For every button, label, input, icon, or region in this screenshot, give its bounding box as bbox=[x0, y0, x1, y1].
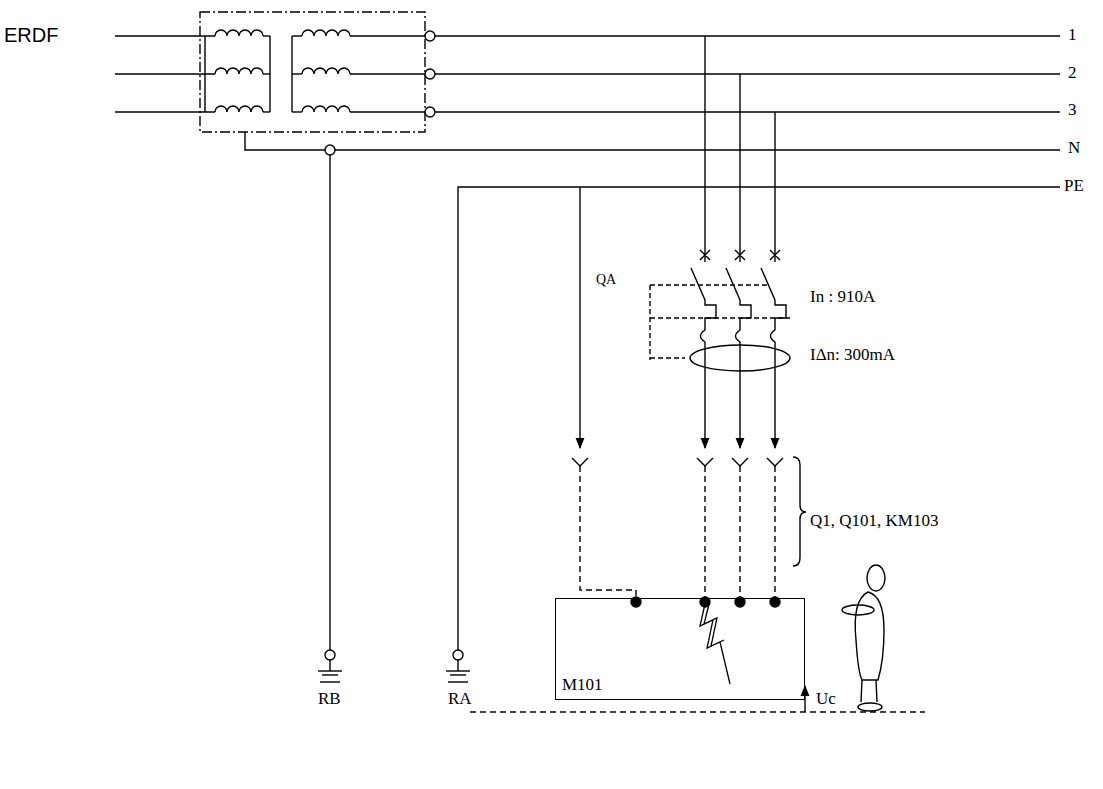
device-list: Q1, Q101, KM103 bbox=[810, 512, 938, 531]
coil-winding bbox=[215, 68, 263, 74]
phase-label: 3 bbox=[1068, 101, 1077, 120]
connector-chevrons bbox=[572, 458, 783, 602]
feeder-wires bbox=[580, 36, 775, 448]
secondary-lines bbox=[292, 31, 435, 117]
coil-winding bbox=[302, 30, 350, 36]
coil-winding bbox=[215, 30, 263, 36]
supplier-name: ERDF bbox=[4, 24, 58, 46]
person-figure bbox=[842, 565, 885, 711]
fault-symbol bbox=[700, 604, 730, 684]
earth-resistance: RA bbox=[448, 690, 472, 709]
circuit-breaker bbox=[650, 250, 790, 448]
coil-winding bbox=[302, 106, 350, 112]
earth-resistance: RB bbox=[318, 690, 341, 709]
coil-winding bbox=[302, 68, 350, 74]
pe-label: PE bbox=[1064, 177, 1084, 196]
bus-lines bbox=[245, 36, 1060, 650]
voltage-label: Uc bbox=[816, 690, 836, 709]
ground-line bbox=[470, 711, 925, 712]
residual-current: IΔn: 300mA bbox=[810, 346, 895, 365]
earth-symbol bbox=[318, 155, 342, 682]
primary-lines bbox=[115, 36, 270, 112]
transformer-housing bbox=[200, 12, 425, 132]
coil-winding bbox=[215, 106, 263, 112]
breaker-name: QA bbox=[596, 272, 616, 287]
phase-label: 1 bbox=[1068, 26, 1077, 45]
neutral-label: N bbox=[1068, 139, 1080, 158]
motor-box: M101 bbox=[555, 598, 805, 700]
equipment-name: M101 bbox=[562, 676, 603, 695]
rated-current: In : 910A bbox=[810, 288, 875, 307]
transformer-windings bbox=[215, 30, 350, 112]
bracket bbox=[793, 457, 806, 566]
earth-symbol bbox=[446, 650, 470, 682]
phase-label: 2 bbox=[1068, 64, 1077, 83]
